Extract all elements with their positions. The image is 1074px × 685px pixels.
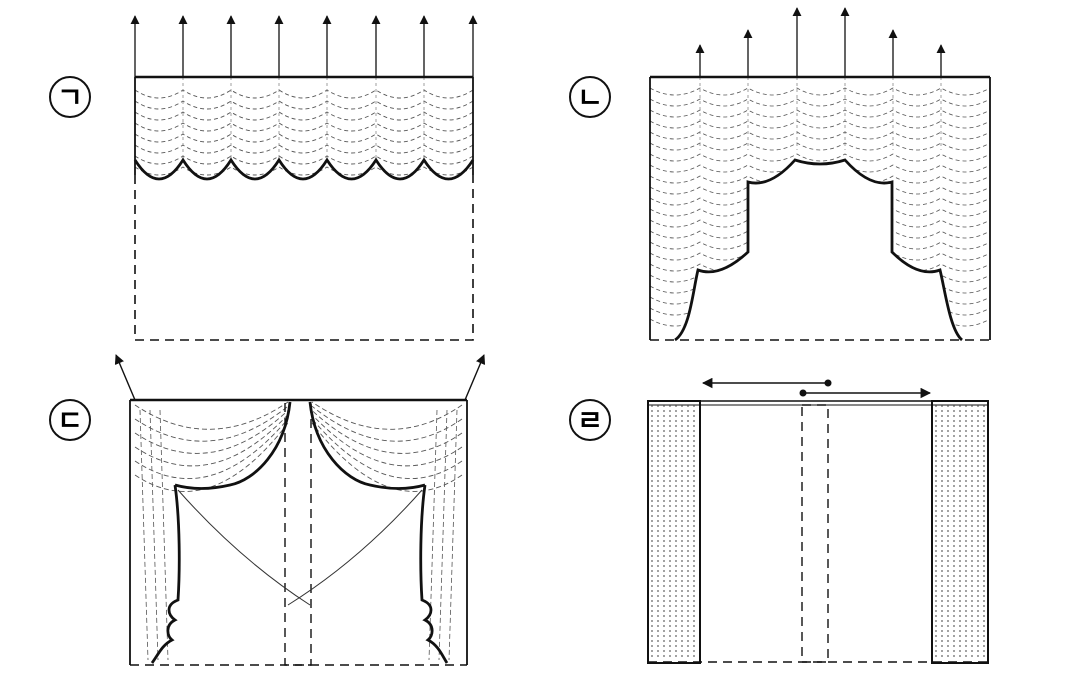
panel-b-hem [674,158,964,342]
panel-a-window-outline [134,175,474,341]
panel-b: ㄴ [569,7,991,342]
panel-b-label: ㄴ [577,81,603,114]
panel-a-folds [134,77,474,176]
panel-d-center-panel [801,404,829,663]
panel-a-badge: ㄱ [49,76,91,118]
panel-b-arrows [695,7,946,77]
panel-c-badge: ㄷ [49,399,91,441]
panel-c: ㄷ [49,354,486,666]
panel-c-center-panel [284,399,312,666]
panel-d-pleats [651,405,985,660]
panel-d-frame [647,377,989,664]
panel-d: ㄹ [569,377,989,664]
panel-b-badge: ㄴ [569,76,611,118]
panel-a-frame [133,75,475,341]
panel-c-frame [114,354,486,666]
panel-c-label: ㄷ [57,404,83,437]
panel-a-arrows [130,15,478,77]
panel-b-folds [649,77,991,341]
panel-a: ㄱ [49,15,478,341]
arrow-up-icon [464,354,486,401]
panel-a-label: ㄱ [57,81,83,114]
arrow-up-icon [114,354,136,401]
panel-c-folds [134,401,463,661]
panel-d-label: ㄹ [577,404,603,437]
panel-b-frame [649,75,991,342]
panel-d-badge: ㄹ [569,399,611,441]
